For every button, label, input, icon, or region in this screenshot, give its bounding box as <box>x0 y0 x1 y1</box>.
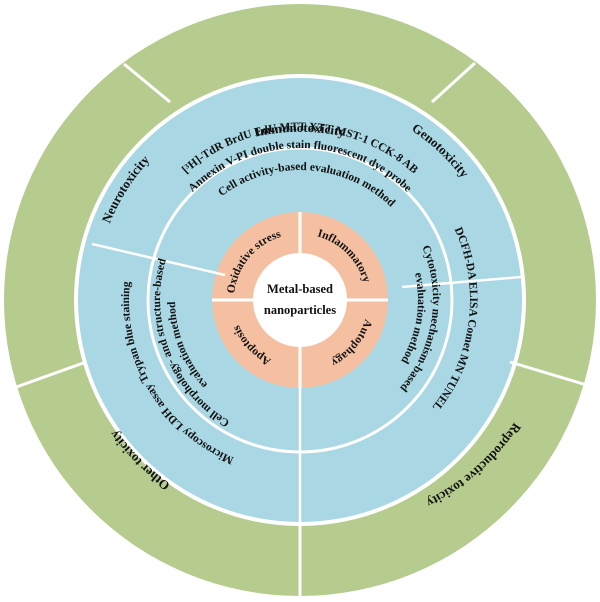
mechanism-dividers <box>212 212 388 388</box>
center-label-line2: nanoparticles <box>264 303 336 317</box>
immunotoxicity-label: Immunotoxicity <box>253 120 347 140</box>
outer-ring-dividers <box>7 61 591 597</box>
inner-ring-dividers <box>91 242 522 522</box>
center-circle <box>253 253 347 347</box>
center-label-line1: Metal-based <box>267 282 333 296</box>
